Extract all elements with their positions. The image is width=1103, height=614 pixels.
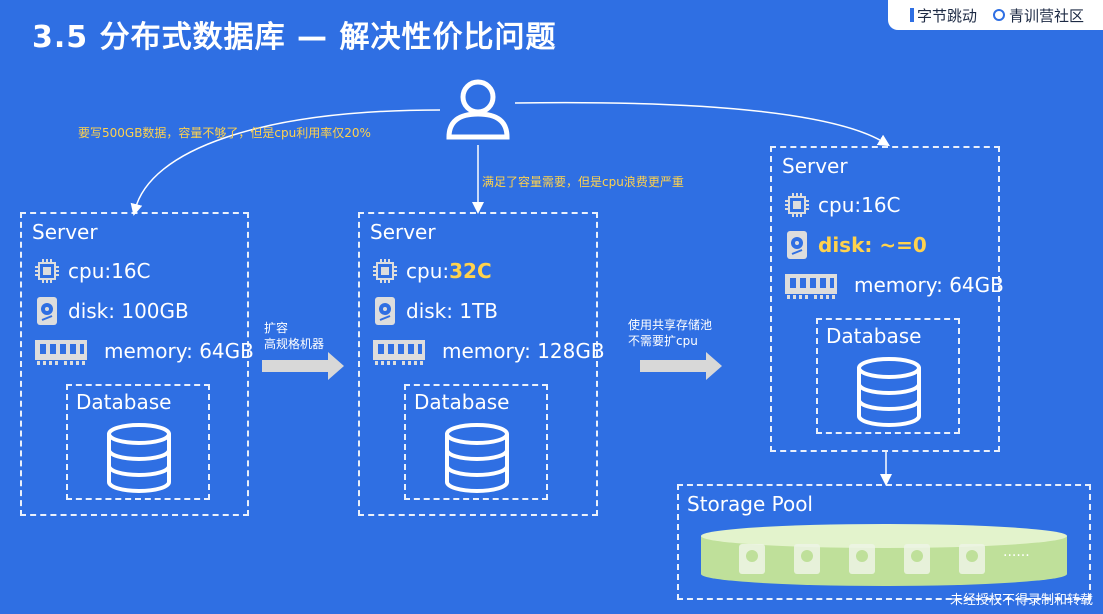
cpu-spec: cpu: 16C	[34, 258, 151, 284]
cpu-value: 16C	[861, 193, 901, 217]
storage-pool-box: Storage Pool ......	[677, 484, 1091, 600]
disk-value: disk: 1TB	[406, 299, 499, 323]
copyright-footer: 未经授权不得录制和转载	[949, 593, 1093, 608]
upgrade-arrow-icon	[262, 352, 344, 380]
server-box-1: Server cpu: 16C disk: 100GB memory: 64GB…	[20, 212, 254, 516]
disk-value: disk: 100GB	[68, 299, 189, 323]
cpu-spec: cpu: 16C	[784, 192, 901, 218]
database-title: Database	[414, 390, 510, 414]
arrow-label-pool-line1: 使用共享存储池	[628, 318, 713, 332]
hard-disk-icon	[787, 231, 807, 259]
arrow-label-upgrade-line1: 扩容	[264, 321, 289, 335]
database-box: Database	[816, 318, 960, 434]
database-box: Database	[404, 384, 548, 500]
server-title: Server	[370, 220, 436, 244]
arrow-label-shared-pool: 使用共享存储池 不需要扩cpu	[628, 317, 712, 349]
memory-spec: memory: 64GB	[34, 336, 254, 366]
page-title: 3.5 分布式数据库 — 解决性价比问题	[32, 20, 557, 55]
disk-spec: disk: ~=0	[784, 230, 927, 260]
user-icon	[446, 79, 510, 140]
memory-spec: memory: 128GB	[372, 336, 605, 366]
community-logo-icon	[993, 9, 1006, 21]
storage-pool-title: Storage Pool	[687, 492, 813, 516]
arrow-label-upgrade: 扩容 高规格机器	[264, 320, 324, 352]
memory-stick-icon	[35, 340, 87, 365]
storage-pool-cylinder	[701, 524, 1067, 586]
memory-spec: memory: 64GB	[784, 270, 1004, 300]
cpu-chip-icon	[373, 259, 397, 283]
cpu-label: cpu:	[818, 193, 862, 217]
bytedance-logo-icon	[910, 8, 914, 22]
memory-stick-icon	[785, 274, 837, 299]
memory-value: memory: 64GB	[854, 273, 1004, 297]
bytedance-logo-text: 字节跳动	[917, 6, 978, 25]
arrow-label-upgrade-line2: 高规格机器	[264, 337, 325, 351]
memory-value: memory: 64GB	[104, 339, 254, 363]
database-title: Database	[826, 324, 922, 348]
cpu-value: 16C	[111, 259, 151, 283]
database-title: Database	[76, 390, 172, 414]
community-logo-text: 青训营社区	[1009, 6, 1085, 25]
cpu-value-highlighted: 32C	[449, 259, 492, 283]
database-box: Database	[66, 384, 210, 500]
cpu-chip-icon	[35, 259, 59, 283]
server-box-2: Server cpu: 32C disk: 1TB memory: 128GB …	[358, 212, 605, 516]
database-icon	[857, 357, 921, 427]
note-cpu-waste: 满足了容量需要，但是cpu浪费更严重	[482, 175, 684, 189]
hard-disk-icon	[375, 297, 395, 325]
server-title: Server	[32, 220, 98, 244]
disk-spec: disk: 100GB	[34, 296, 189, 326]
brand-logos: 字节跳动 青训营社区	[888, 0, 1103, 30]
server-title: Server	[782, 154, 848, 178]
database-icon	[107, 423, 171, 493]
database-icon	[445, 423, 509, 493]
memory-stick-icon	[373, 340, 425, 365]
cpu-label: cpu:	[68, 259, 112, 283]
shared-pool-arrow-icon	[640, 352, 722, 380]
cpu-spec: cpu: 32C	[372, 258, 492, 284]
user-to-server3-curve	[514, 101, 891, 147]
storage-pool-ellipsis: ......	[1003, 544, 1030, 560]
disk-spec: disk: 1TB	[372, 296, 498, 326]
user-to-server1-curve	[130, 109, 441, 216]
arrow-label-pool-line2: 不需要扩cpu	[628, 334, 698, 348]
cpu-chip-icon	[785, 193, 809, 217]
server-box-3: Server cpu: 16C disk: ~=0 memory: 64GB D…	[770, 146, 1004, 452]
memory-value: memory: 128GB	[442, 339, 605, 363]
hard-disk-icon	[37, 297, 57, 325]
cpu-label: cpu:	[406, 259, 450, 283]
disk-value-highlighted: disk: ~=0	[818, 233, 927, 257]
note-capacity-shortage: 要写500GB数据，容量不够了，但是cpu利用率仅20%	[78, 126, 371, 140]
